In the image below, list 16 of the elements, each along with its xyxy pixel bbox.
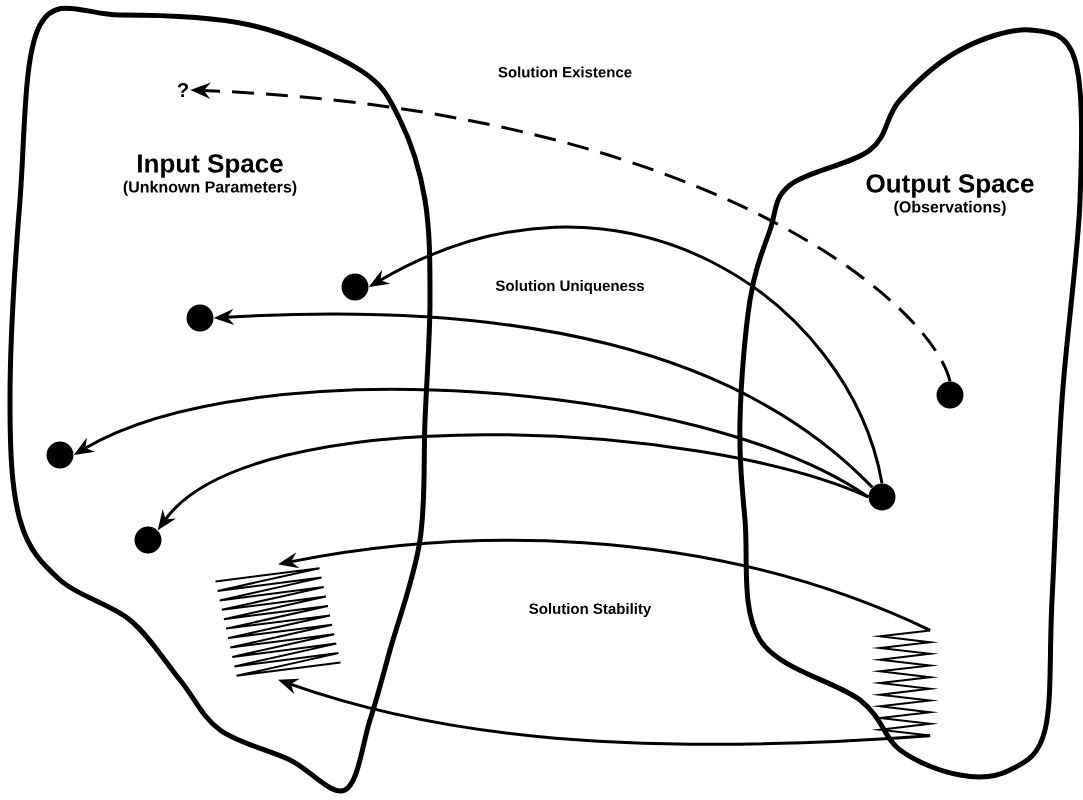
zigzag-symbol xyxy=(871,629,939,737)
space-region xyxy=(7,5,433,794)
section-label: Solution Existence xyxy=(495,64,635,80)
question-mark: ? xyxy=(177,83,188,97)
section-label: Solution Uniqueness xyxy=(493,278,647,296)
space-region xyxy=(737,27,1083,780)
point-dot xyxy=(134,526,162,554)
zigzag-symbol xyxy=(214,567,342,677)
point-dot xyxy=(868,483,896,511)
point-dot xyxy=(186,304,214,332)
region-title: Input Space xyxy=(138,154,283,178)
region-title: Output Space xyxy=(866,174,1034,198)
region-subtitle: (Observations) xyxy=(894,200,1006,216)
section-label: Solution Stability xyxy=(526,601,654,619)
region-subtitle: (Unknown Parameters) xyxy=(123,180,297,196)
point-dot xyxy=(936,381,964,409)
